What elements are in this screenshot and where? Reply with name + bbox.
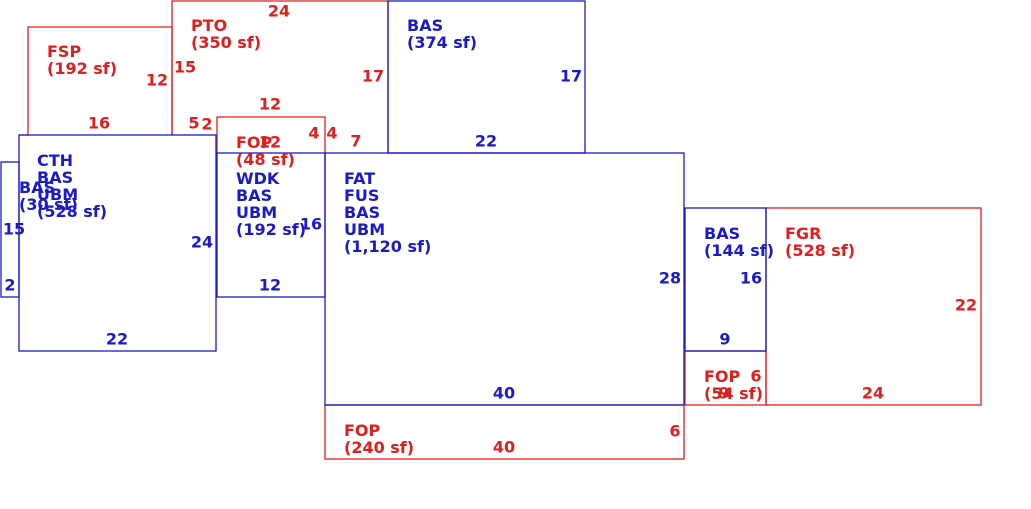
dim-fop-small-right-a: 4 [308,124,319,143]
dim-fop54-bottom: 9 [718,384,729,403]
dim-fat-right: 28 [659,269,681,288]
fgr-label-line: (528 sf) [785,241,855,260]
bas-small-label-line: (30 sf) [19,195,78,214]
fat-label-line: (1,120 sf) [344,237,431,256]
fop-small-label-line: FOP [236,133,273,152]
fat-label-line: UBM [344,220,385,239]
fsp-label-line: FSP [47,42,81,61]
fop-240-label-line: FOP [344,421,381,440]
fop-small-label-line: (48 sf) [236,150,295,169]
wdk-label-line: UBM [236,203,277,222]
dim-bas-top-bottom: 22 [475,132,497,151]
bas-small-outline [0,161,20,298]
cth-label-line: BAS [37,168,73,187]
dim-pto-top: 24 [268,2,290,21]
cth-label-line: UBM [37,185,78,204]
dim-bas-right-right: 16 [740,269,762,288]
cth-label-line: CTH [37,151,73,170]
fop-54-label-line: FOP [704,367,741,386]
fsp-label-line: (192 sf) [47,59,117,78]
wdk-label-line: (192 sf) [236,220,306,239]
dim-cth-bottom: 22 [106,330,128,349]
pto-label-line: PTO [191,16,227,35]
dim-fop54-right: 6 [750,367,761,386]
dim-fsp-right: 12 [146,71,168,90]
fgr-label-line: FGR [785,224,821,243]
dim-fgr-right: 22 [955,296,977,315]
fop-240-label-line: (240 sf) [344,438,414,457]
dim-fat-top-left: 7 [350,132,361,151]
fat-label-line: FAT [344,169,375,188]
dim-fsp-bottom: 16 [88,114,110,133]
fop-small-outline [216,116,326,153]
dim-fop-small-top: 12 [259,95,281,114]
dim-pto-left: 15 [174,58,196,77]
dim-fop-small-right-b: 4 [326,124,337,143]
wdk-label-line: WDK [236,169,280,188]
bas-right-outline [684,207,767,352]
fat-label-line: FUS [344,186,379,205]
dim-fat-bottom: 40 [493,384,515,403]
dim-wdk-right: 16 [300,215,322,234]
pto-label-line: (350 sf) [191,33,261,52]
dim-fop-small-mid: 12 [259,133,281,152]
dim-pto-right: 17 [362,67,384,86]
dim-fop-small-left-a: 5 [188,114,199,133]
dim-fop-small-left-b: 2 [201,115,212,134]
dim-bas-right-bottom: 9 [719,330,730,349]
wdk-label-line: BAS [236,186,272,205]
dim-fop240-bottom: 40 [493,438,515,457]
dim-bas-small-bottom: 2 [4,276,15,295]
fop-54-label-line: (54 sf) [704,384,763,403]
dim-fgr-bottom: 24 [862,384,884,403]
dim-wdk-bottom: 12 [259,276,281,295]
bas-top-label-line: (374 sf) [407,33,477,52]
dim-fop240-right: 6 [669,422,680,441]
dim-cth-right: 24 [191,233,213,252]
bas-top-label-line: BAS [407,16,443,35]
fat-outline [324,152,685,406]
fat-label-line: BAS [344,203,380,222]
dim-bas-small-left: 15 [3,220,25,239]
bas-right-label-line: (144 sf) [704,241,774,260]
dim-bas-top-right: 17 [560,67,582,86]
cth-label-line: (528 sf) [37,202,107,221]
bas-right-label-line: BAS [704,224,740,243]
bas-small-label-line: BAS [19,178,55,197]
